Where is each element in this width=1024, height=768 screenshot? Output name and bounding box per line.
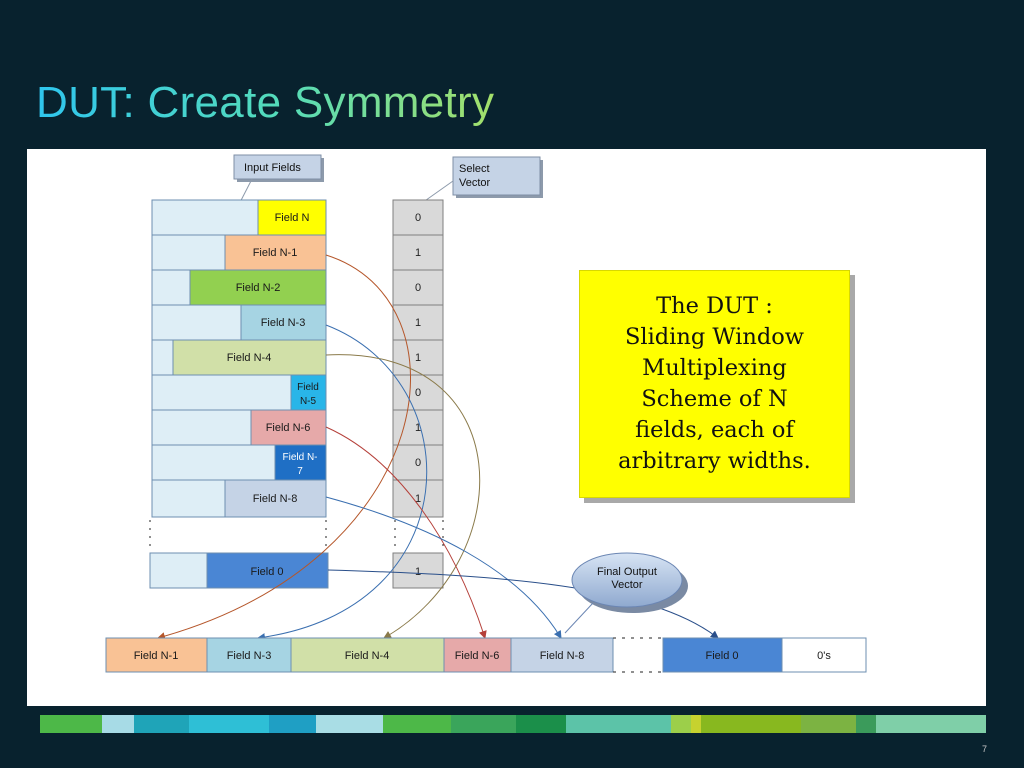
footer-strip-segment — [40, 715, 102, 733]
dut-description-note: The DUT : Sliding Window Multiplexing Sc… — [579, 270, 850, 498]
output-field-n-8-label: Field N-8 — [540, 650, 585, 662]
footer-strip-segment — [516, 715, 566, 733]
footer-strip-segment — [316, 715, 383, 733]
output-zeros — [781, 637, 867, 673]
footer-strip-segment — [189, 715, 269, 733]
output-vector: Field N-1 Field N-3 Field N-4 Field N-6 … — [105, 637, 867, 673]
select-bit-4: 1 — [415, 352, 421, 364]
select-vector-callout: Select Vector — [411, 156, 543, 211]
arrow-field-n-8 — [325, 496, 562, 639]
output-field-n-4 — [290, 637, 445, 673]
output-zeros-label: 0's — [817, 650, 831, 662]
output-field-0-label: Field 0 — [705, 650, 738, 662]
field-n-label: Field N — [275, 212, 310, 224]
field-n-2-box — [189, 269, 327, 306]
arrow-field-n-4 — [325, 354, 481, 639]
final-output-label-line1: Final Output — [597, 566, 657, 578]
field-n-8-box — [224, 479, 327, 518]
output-field-n-3 — [206, 637, 292, 673]
footer-strip-segment — [801, 715, 856, 733]
arrow-field-n-1 — [157, 254, 411, 640]
field-n-8-label: Field N-8 — [253, 493, 298, 505]
select-bit-8: 1 — [415, 493, 421, 505]
select-bit-3: 1 — [415, 317, 421, 329]
arrow-field-n-3 — [257, 324, 428, 642]
select-bit-0: 0 — [415, 212, 421, 224]
select-bit-9: 1 — [415, 566, 421, 578]
select-bit-7: 0 — [415, 457, 421, 469]
field-n-7-label-line1: Field N- — [282, 452, 317, 463]
footer-strip-segment — [134, 715, 189, 733]
output-field-0 — [662, 637, 783, 673]
field-0-box — [206, 552, 329, 589]
footer-color-strip — [40, 715, 986, 733]
select-bit-6: 1 — [415, 422, 421, 434]
final-output-label-line2: Vector — [611, 579, 643, 591]
arrow-field-0 — [327, 569, 719, 639]
field-n-3-label: Field N-3 — [261, 317, 306, 329]
footer-strip-segment — [671, 715, 691, 733]
select-bit-5: 0 — [415, 387, 421, 399]
output-field-n-1-label: Field N-1 — [134, 650, 179, 662]
field-n-6-label: Field N-6 — [266, 422, 311, 434]
output-field-n-6-label: Field N-6 — [455, 650, 500, 662]
input-fields-callout: Input Fields — [233, 154, 324, 215]
input-field-stack: Field N Field N-1 Field N-2 Field N-3 Fi… — [149, 199, 329, 589]
sliding-window-diagram: Input Fields Select Vector Field N Field… — [105, 154, 867, 673]
slide-title: DUT: Create Symmetry — [36, 78, 495, 127]
select-bit-2: 0 — [415, 282, 421, 294]
output-field-n-8 — [510, 637, 614, 673]
select-vector-column: 0 1 0 1 1 0 1 0 1 1 — [392, 199, 444, 589]
footer-strip-segment — [269, 715, 316, 733]
field-0-label: Field 0 — [250, 566, 283, 578]
output-field-n-4-label: Field N-4 — [345, 650, 390, 662]
select-vector-label-line1: Select — [459, 163, 490, 175]
field-n-5-label-line1: Field — [297, 382, 319, 393]
select-vector-label-line2: Vector — [459, 177, 491, 189]
field-n-4-label: Field N-4 — [227, 352, 272, 364]
field-n-5-box — [290, 374, 327, 411]
footer-strip-segment — [701, 715, 801, 733]
footer-strip-segment — [856, 715, 876, 733]
footer-strip-segment — [451, 715, 516, 733]
dut-description-text: The DUT : Sliding Window Multiplexing Sc… — [618, 293, 811, 474]
footer-strip-segment — [876, 715, 986, 733]
output-field-n-1 — [105, 637, 208, 673]
field-n-5-label-line2: N-5 — [300, 396, 317, 407]
routing-arrows — [157, 254, 719, 642]
select-bit-1: 1 — [415, 247, 421, 259]
field-n-box — [257, 199, 327, 236]
field-n-1-box — [224, 234, 327, 271]
arrow-field-n-6 — [325, 426, 487, 639]
output-field-n-3-label: Field N-3 — [227, 650, 272, 662]
field-n-7-label-line2: 7 — [297, 466, 303, 477]
page-number: 7 — [982, 744, 988, 754]
footer-strip-segment — [566, 715, 671, 733]
field-n-2-label: Field N-2 — [236, 282, 281, 294]
footer-strip-segment — [691, 715, 701, 733]
final-output-callout: Final Output Vector — [564, 552, 688, 634]
input-fields-label: Input Fields — [244, 162, 301, 174]
output-field-n-6 — [443, 637, 512, 673]
footer-strip-segment — [102, 715, 134, 733]
footer-strip-segment — [383, 715, 451, 733]
field-n-1-label: Field N-1 — [253, 247, 298, 259]
